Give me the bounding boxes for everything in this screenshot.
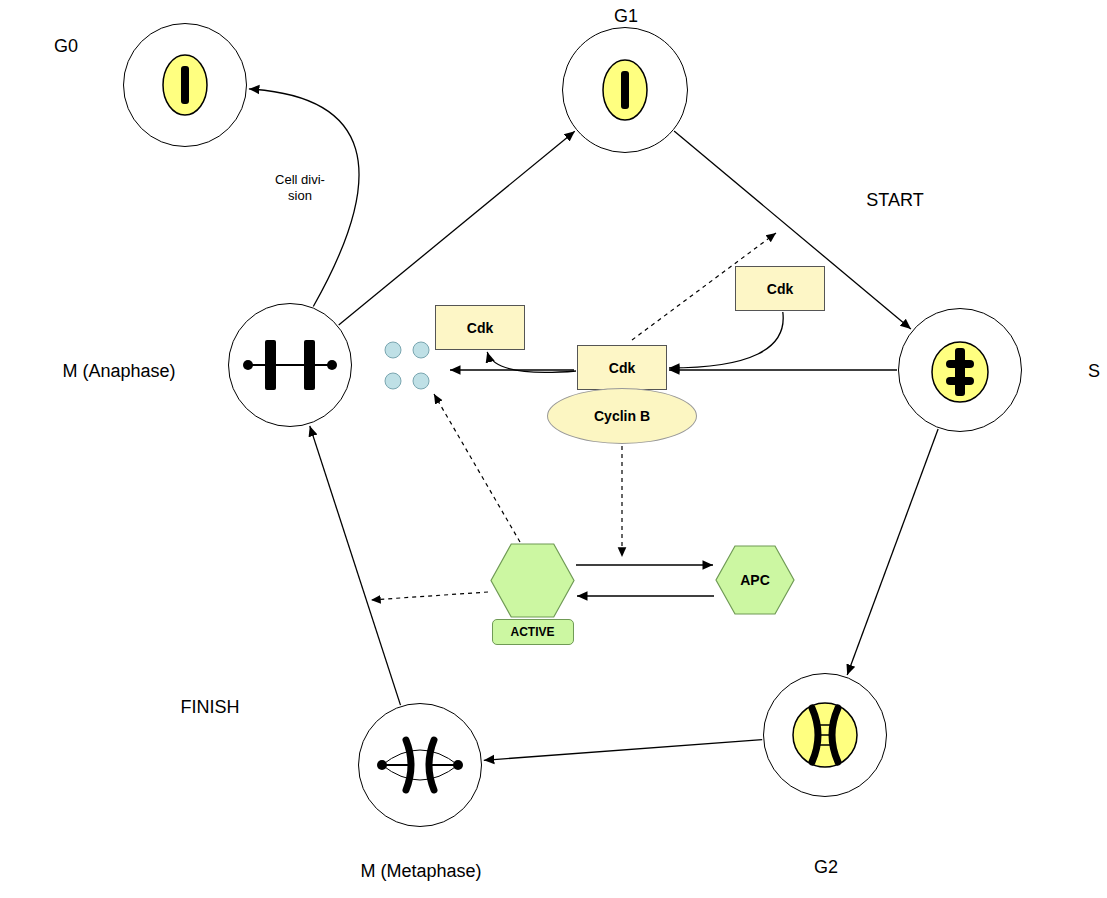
phase-circle: G2 [763,673,887,797]
cyclin-ellipse: Cyclin B [547,388,697,444]
phase-circle: M (Anaphase) [228,303,352,427]
flow-arrow [674,131,911,329]
flow-arrow [249,89,359,307]
node-text: APC [740,572,770,588]
anaphase-chromosomes [243,340,337,390]
phase-label: G2 [814,857,838,878]
phase-label: S [1088,361,1100,382]
node-text: Cdk [609,360,635,376]
phase-label: M (Anaphase) [62,361,175,382]
cdk-box: Cdk [577,345,667,390]
node-text: Cdk [767,281,793,297]
active-hexagon: ACTIVE [490,543,575,618]
phase-circle: G1 [562,27,688,153]
flow-arrow [577,595,714,596]
flow-arrow [669,369,897,370]
flow-arrow [847,429,938,675]
regulation-dashes [371,233,776,600]
g1-nucleus [603,60,647,120]
flow-arrow [484,740,762,761]
g2-nucleus [793,703,857,767]
apc-hexagon: APC [715,545,795,615]
state-tag: ACTIVE [491,619,573,645]
phase-label: G1 [614,6,638,27]
phase-label: M (Metaphase) [360,861,481,882]
metaphase-chromosomes [377,740,463,790]
g0-nucleus [163,55,207,115]
node-text: Cdk [467,320,493,336]
phase-circle: M (Metaphase) [358,703,482,827]
annotation-label: START [866,190,923,211]
s-nucleus [932,342,988,402]
node-text: Cyclin B [594,408,650,424]
flow-arrow [487,352,576,373]
cdk-box: Cdk [435,305,525,350]
phase-circle: S [898,308,1022,432]
flow-arrow [339,131,575,325]
degraded-cyclin-dots [385,342,429,389]
flow-arrow [576,564,713,565]
phase-circle: G0 [123,23,247,147]
flow-arrow [310,426,401,705]
flow-arrow [669,312,783,368]
hexagon-outline [490,543,575,618]
annotation-label: Cell divi- sion [267,172,333,203]
phase-label: G0 [54,36,78,57]
annotation-label: FINISH [180,697,239,718]
cdk-box: Cdk [735,266,825,311]
